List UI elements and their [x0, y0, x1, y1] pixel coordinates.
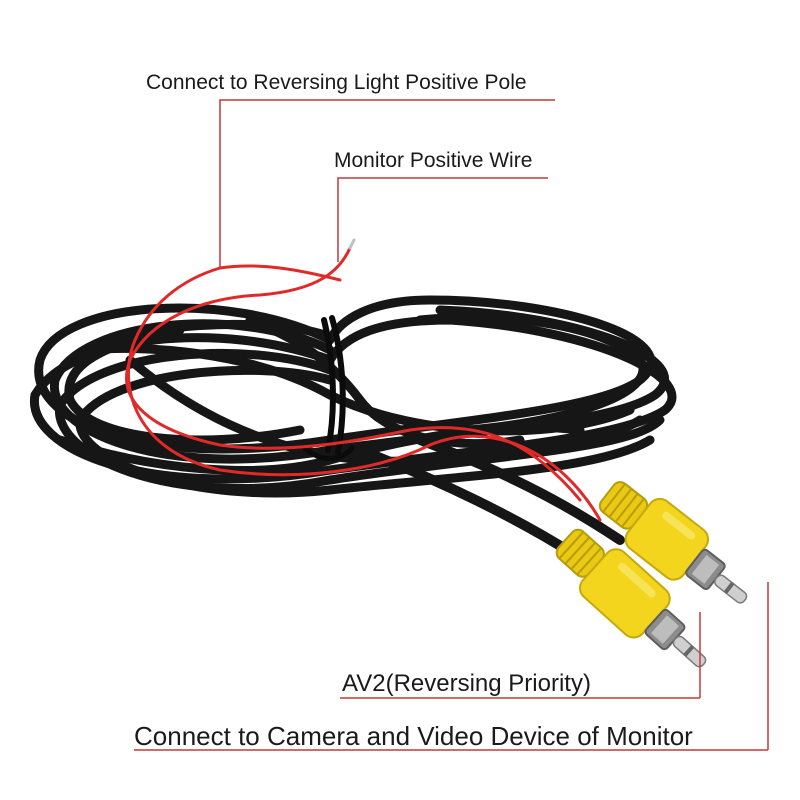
camera-video-label: Connect to Camera and Video Device of Mo… [134, 721, 693, 751]
rca-connector-upper [598, 481, 748, 604]
reversing-light-label: Connect to Reversing Light Positive Pole [146, 71, 527, 94]
wire-tip [348, 238, 356, 250]
leader-line-monitor [337, 177, 548, 262]
coiled-black-cable [30, 295, 677, 560]
cable-loop [125, 355, 645, 466]
monitor-positive-wire-label: Monitor Positive Wire [334, 149, 533, 172]
cable-loop [415, 312, 648, 435]
cable-loop [75, 365, 655, 498]
leader-lines [134, 99, 769, 751]
cable-tie [302, 315, 355, 461]
cable-tail [415, 435, 625, 545]
red-positive-wire [125, 246, 602, 522]
cable-loop [64, 325, 305, 445]
cable-loop [245, 315, 525, 449]
av2-label: AV2(Reversing Priority) [342, 670, 591, 697]
rca-connector-lower [555, 528, 707, 668]
leader-line-reversing [219, 99, 555, 268]
